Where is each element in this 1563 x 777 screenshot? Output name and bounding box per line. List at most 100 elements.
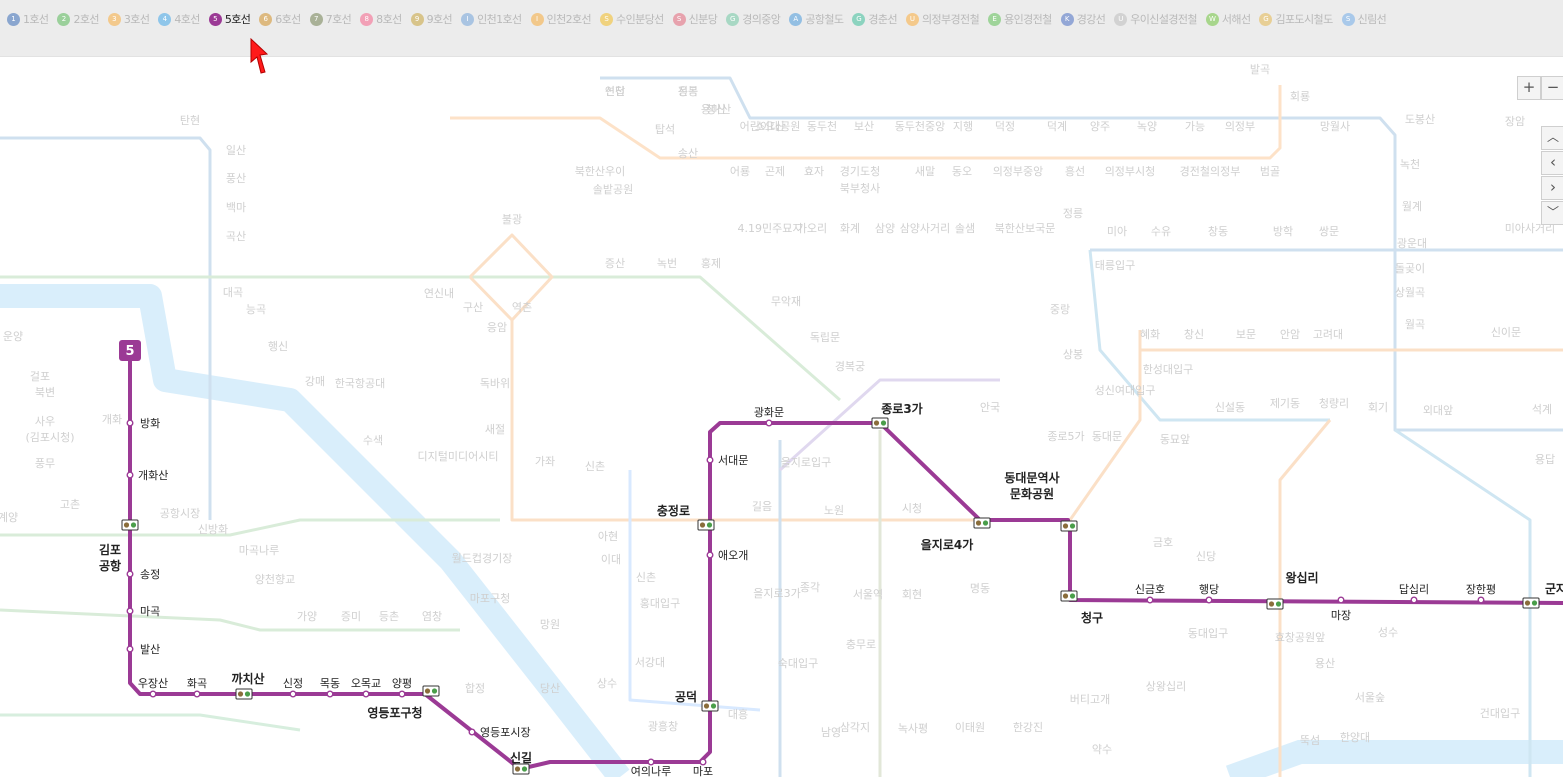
pan-up-button[interactable]: ︿ (1541, 126, 1563, 150)
station-dot-gwanghwamun[interactable] (765, 419, 773, 427)
transfer-station-cheonggu[interactable] (1060, 590, 1078, 602)
station-dot-magok[interactable] (126, 607, 134, 615)
pan-right-button[interactable]: › (1541, 176, 1563, 200)
station-label-mokdong[interactable]: 목동 (320, 677, 340, 690)
station-dot-dapsimni[interactable] (1410, 596, 1418, 604)
station-label-kkachisan[interactable]: 까치산 (231, 671, 264, 686)
station-dot-omokgyo[interactable] (362, 690, 370, 698)
station-label-dapsimni[interactable]: 답십리 (1399, 583, 1429, 596)
pan-down-button[interactable]: ﹀ (1541, 201, 1563, 225)
transfer-station-gongdeok[interactable] (701, 700, 719, 712)
station-label-yangpyeong[interactable]: 양평 (392, 677, 412, 690)
station-dot-yeouinaru[interactable] (647, 758, 655, 766)
transfer-station-gimpo_airport[interactable] (121, 519, 139, 531)
station-label-ujangsan[interactable]: 우장산 (138, 677, 168, 690)
station-dot-singeumho[interactable] (1146, 596, 1154, 604)
station-dot-haengdang[interactable] (1205, 596, 1213, 604)
station-label-majang[interactable]: 마장 (1331, 609, 1351, 622)
transfer-station-gunja[interactable] (1522, 597, 1540, 609)
station-dot-songjeong[interactable] (126, 570, 134, 578)
station-dot-yeongdeungpo_market[interactable] (468, 728, 476, 736)
station-label-cheonggu[interactable]: 청구 (1081, 610, 1103, 625)
station-label-chungjeongno[interactable]: 충정로 (657, 503, 690, 518)
station-label-yeouinaru[interactable]: 여의나루 (631, 765, 671, 777)
station-label-songjeong[interactable]: 송정 (140, 568, 160, 581)
zoom-in-button[interactable]: + (1517, 76, 1541, 100)
zoom-out-button[interactable]: − (1541, 76, 1563, 100)
station-label-singeumho[interactable]: 신금호 (1135, 583, 1165, 596)
station-label-banghwa[interactable]: 방화 (140, 417, 160, 430)
station-label-singil[interactable]: 신길 (510, 750, 532, 765)
station-label-omokgyo[interactable]: 오목교 (351, 677, 381, 690)
station-label-euljiro4ga[interactable]: 을지로4가 (921, 537, 974, 552)
transfer-station-yeongdeungpo_gu[interactable] (422, 685, 440, 697)
station-label-yeongdeungpo_gu[interactable]: 영등포구청 (367, 705, 422, 720)
station-dot-hwagok[interactable] (193, 690, 201, 698)
station-dot-seodaemun[interactable] (706, 456, 714, 464)
station-label-haengdang[interactable]: 행당 (1199, 583, 1219, 596)
station-dot-sinjeong[interactable] (289, 690, 297, 698)
station-dot-yangpyeong[interactable] (398, 690, 406, 698)
station-label-gunja[interactable]: 군자 (1545, 581, 1563, 596)
station-label-seodaemun[interactable]: 서대문 (718, 454, 748, 467)
station-dot-banghwa[interactable] (126, 419, 134, 427)
station-label-aeogae[interactable]: 애오개 (718, 549, 748, 562)
station-label-wangsimni[interactable]: 왕십리 (1285, 570, 1318, 585)
transfer-station-wangsimni[interactable] (1266, 598, 1284, 610)
station-label-hwagok[interactable]: 화곡 (187, 677, 207, 690)
station-label-sinjeong[interactable]: 신정 (283, 677, 303, 690)
station-label-gwanghwamun[interactable]: 광화문 (754, 406, 784, 419)
transfer-station-chungjeongno[interactable] (697, 519, 715, 531)
station-label-yeongdeungpo_market[interactable]: 영등포시장 (480, 726, 531, 739)
transfer-station-euljiro4ga[interactable] (973, 517, 991, 529)
transfer-station-ddp[interactable] (1060, 520, 1078, 532)
transfer-station-jongno3ga[interactable] (871, 417, 889, 429)
station-dot-janghanpyeong[interactable] (1477, 596, 1485, 604)
station-dot-aeogae[interactable] (706, 551, 714, 559)
station-label-mapo[interactable]: 마포 (693, 765, 713, 777)
station-label-jongno3ga[interactable]: 종로3가 (881, 401, 922, 416)
station-dot-ujangsan[interactable] (149, 690, 157, 698)
station-dot-balsan[interactable] (126, 645, 134, 653)
pan-left-button[interactable]: ‹ (1541, 151, 1563, 175)
station-label-gaehwasan[interactable]: 개화산 (138, 469, 168, 482)
station-label-gongdeok[interactable]: 공덕 (675, 689, 697, 704)
station-label-balsan[interactable]: 발산 (140, 643, 160, 656)
station-label-magok[interactable]: 마곡 (140, 605, 160, 618)
station-label-janghanpyeong[interactable]: 장한평 (1466, 583, 1496, 596)
line-tab-label: 경춘선 (868, 13, 897, 26)
transfer-station-kkachisan[interactable] (235, 688, 253, 700)
station-dot-mapo[interactable] (699, 758, 707, 766)
station-dot-mokdong[interactable] (326, 690, 334, 698)
station-dot-majang[interactable] (1337, 596, 1345, 604)
station-dot-gaehwasan[interactable] (126, 471, 134, 479)
transfer-station-singil[interactable] (512, 763, 530, 775)
